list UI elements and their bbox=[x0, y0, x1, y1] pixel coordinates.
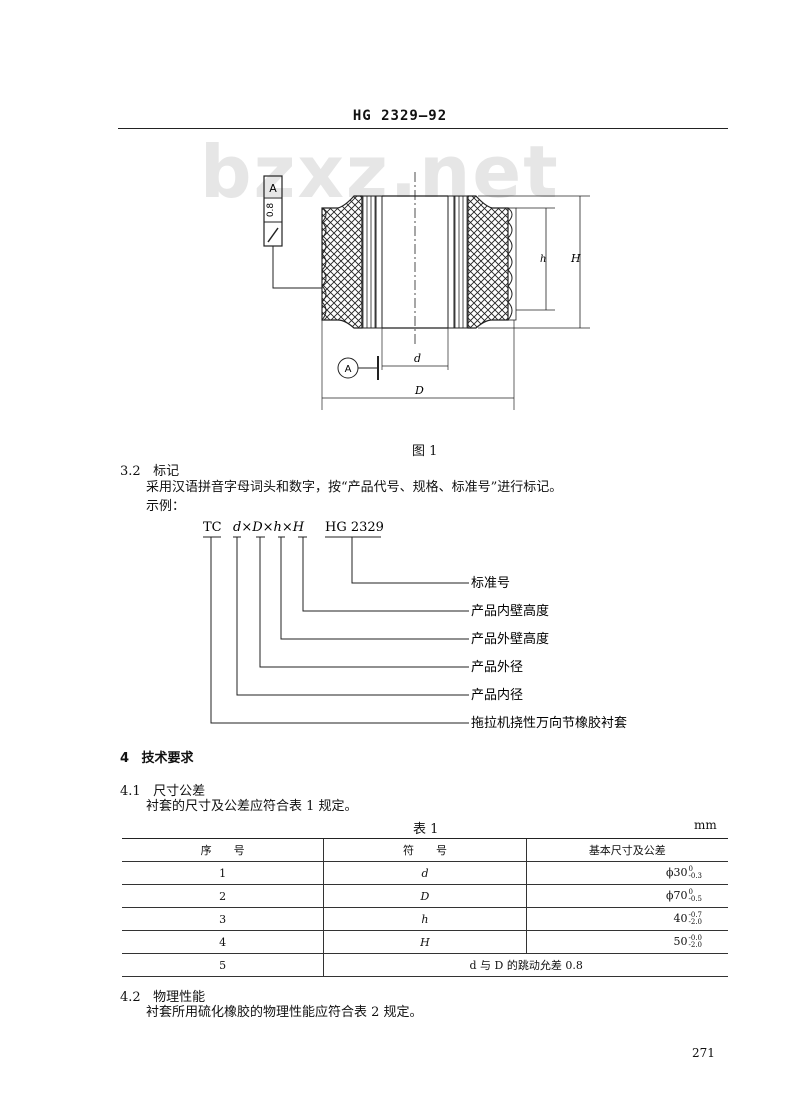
section-4-heading: 4 技术要求 bbox=[120, 747, 193, 766]
marking-label-3: 产品外壁高度 bbox=[471, 631, 549, 647]
page-number: 271 bbox=[692, 1046, 715, 1060]
table-row: 2 D ϕ700-0.5 bbox=[122, 884, 728, 908]
section-number: 4.2 bbox=[120, 990, 141, 1005]
dim-lower: -2.0 bbox=[688, 941, 703, 949]
cell-no: 5 bbox=[122, 953, 324, 977]
section-title: 标记 bbox=[153, 464, 180, 479]
cell-no: 4 bbox=[122, 930, 324, 954]
dim-lower: -0.5 bbox=[688, 895, 703, 903]
figure-caption: 图 1 bbox=[412, 444, 438, 459]
header-rule bbox=[118, 128, 728, 129]
cell-runout: d 与 D 的跳动允差 0.8 bbox=[323, 953, 728, 977]
section-title: 尺寸公差 bbox=[153, 784, 206, 799]
section-4-2-heading: 4.2 物理性能 bbox=[120, 986, 205, 1005]
marking-spec: d×D×h×H bbox=[233, 520, 305, 535]
dim-upper: 0 bbox=[688, 865, 693, 873]
dim-d-label: d bbox=[414, 352, 421, 365]
section-3-2-heading: 3.2 标记 bbox=[120, 460, 179, 479]
section-number: 3.2 bbox=[120, 464, 141, 479]
col-header-no: 序 号 bbox=[122, 838, 324, 862]
section-number: 4.1 bbox=[120, 784, 141, 799]
cell-no: 2 bbox=[122, 884, 324, 908]
marking-standard: HG 2329 bbox=[325, 520, 384, 535]
cell-dimension: ϕ300-0.3 bbox=[525, 861, 728, 885]
cell-symbol: h bbox=[323, 907, 527, 931]
section-4-1-heading: 4.1 尺寸公差 bbox=[120, 780, 205, 799]
table-header-row: 序 号 符 号 基本尺寸及公差 bbox=[122, 838, 728, 862]
dim-base: 50 bbox=[673, 935, 688, 948]
datum-letter: A bbox=[269, 182, 277, 195]
cell-no: 3 bbox=[122, 907, 324, 931]
dim-D-label: D bbox=[414, 384, 424, 397]
table-row: 4 H 50-0.0-2.0 bbox=[122, 930, 728, 954]
col-header-dimension: 基本尺寸及公差 bbox=[525, 838, 728, 862]
dimension-table: 序 号 符 号 基本尺寸及公差 1 d ϕ300-0.3 2 D ϕ700-0.… bbox=[122, 838, 728, 977]
marking-label-6: 拖拉机挠性万向节橡胶衬套 bbox=[471, 715, 627, 731]
dim-base: ϕ70 bbox=[666, 889, 688, 902]
bushing-drawing: A 0.8 h H d D A bbox=[263, 172, 590, 410]
dim-H-label: H bbox=[570, 252, 581, 265]
table-row: 1 d ϕ300-0.3 bbox=[122, 861, 728, 885]
table-unit: mm bbox=[694, 818, 717, 832]
dim-h-label: h bbox=[540, 254, 546, 265]
section-title: 物理性能 bbox=[153, 990, 206, 1005]
marking-label-1: 标准号 bbox=[471, 576, 510, 591]
dim-base: 40 bbox=[673, 912, 688, 925]
section-4-1-paragraph: 衬套的尺寸及公差应符合表 1 规定。 bbox=[146, 799, 358, 814]
header-title: HG 2329—92 bbox=[352, 108, 448, 124]
dim-lower: -0.3 bbox=[688, 872, 703, 880]
tolerance-frame: A 0.8 bbox=[263, 175, 322, 289]
table-row: 3 h 40-0.7-2.0 bbox=[122, 907, 728, 931]
cell-dimension: 40-0.7-2.0 bbox=[525, 907, 728, 931]
marking-diagram: TC d×D×h×H HG 2329 标准号 产品内壁高度 产品外壁高度 产品外… bbox=[203, 520, 627, 731]
watermark: bzxz.net bbox=[200, 130, 560, 214]
example-label: 示例： bbox=[146, 499, 186, 514]
section-title: 技术要求 bbox=[141, 751, 194, 766]
cell-dimension: 50-0.0-2.0 bbox=[525, 930, 728, 954]
cell-symbol: H bbox=[323, 930, 527, 954]
cell-no: 1 bbox=[122, 861, 324, 885]
dim-lower: -2.0 bbox=[688, 918, 703, 926]
section-3-2-paragraph: 采用汉语拼音字母词头和数字，按“产品代号、规格、标准号”进行标记。 bbox=[146, 480, 563, 495]
dim-upper: -0.0 bbox=[688, 934, 703, 942]
table-title: 表 1 bbox=[413, 822, 439, 837]
tolerance-value: 0.8 bbox=[266, 203, 276, 218]
dim-upper: -0.7 bbox=[688, 911, 703, 919]
section-4-2-paragraph: 衬套所用硫化橡胶的物理性能应符合表 2 规定。 bbox=[146, 1005, 423, 1020]
marking-label-2: 产品内壁高度 bbox=[471, 603, 549, 619]
cell-symbol: D bbox=[323, 884, 527, 908]
cell-symbol: d bbox=[323, 861, 527, 885]
section-number: 4 bbox=[120, 751, 130, 766]
dim-upper: 0 bbox=[688, 888, 693, 896]
runout-symbol bbox=[267, 227, 279, 243]
col-header-symbol: 符 号 bbox=[323, 838, 527, 862]
table-row: 5 d 与 D 的跳动允差 0.8 bbox=[122, 953, 728, 977]
marking-label-4: 产品外径 bbox=[471, 660, 523, 675]
marking-code: TC bbox=[203, 520, 222, 535]
cell-dimension: ϕ700-0.5 bbox=[525, 884, 728, 908]
datum-circle-letter: A bbox=[345, 364, 352, 375]
dim-base: ϕ30 bbox=[666, 866, 688, 879]
marking-label-5: 产品内径 bbox=[471, 687, 523, 703]
